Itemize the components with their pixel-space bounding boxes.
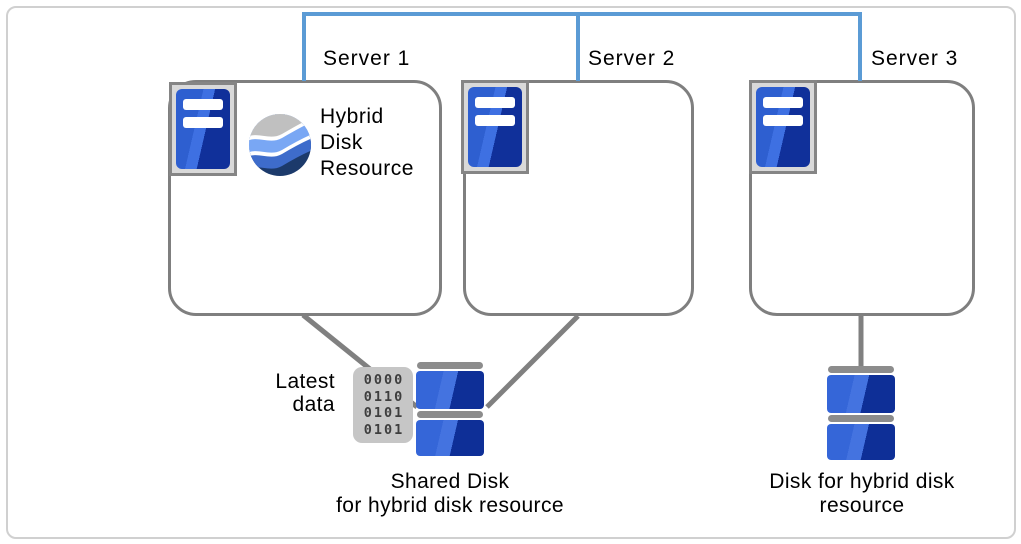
server-icon-slot-bar	[183, 99, 223, 110]
disk-platter	[416, 371, 484, 409]
hybrid-disk-label-line: resource	[819, 494, 905, 517]
binary-row: 0101	[363, 421, 405, 438]
outer-frame	[6, 6, 1016, 539]
shared-disk-label: Shared Disk for hybrid disk resource	[330, 470, 570, 518]
server2-label: Server 2	[588, 47, 676, 70]
hybrid-label-line: Disk	[320, 131, 363, 154]
disk-cap	[828, 415, 894, 422]
latest-data-line: Latest	[275, 370, 335, 393]
latest-data-label: Latest data	[233, 370, 335, 416]
server-icon-slot-bar	[475, 97, 515, 108]
server-icon-slot-bar	[183, 117, 223, 128]
hybrid-disk-label-line: Disk for hybrid disk	[769, 470, 955, 493]
disk-cap	[828, 366, 894, 373]
server3-icon-body	[756, 87, 810, 167]
hybrid-label-line: Resource	[320, 157, 414, 180]
server-icon-slot-bar	[475, 115, 515, 126]
hybrid-disk-label: Disk for hybrid disk resource	[742, 470, 982, 518]
server-icon-slot-bar	[763, 97, 803, 108]
hybrid-disk-resource-label: Hybrid Disk Resource	[320, 104, 414, 182]
network-line	[302, 12, 862, 81]
binary-row: 0101	[363, 405, 405, 421]
disk-platter	[827, 375, 895, 413]
disk-cap	[417, 362, 483, 369]
server1-icon-body	[176, 89, 230, 169]
server1-label: Server 1	[323, 47, 411, 70]
disk-platter	[827, 424, 895, 460]
server3-icon	[749, 80, 817, 174]
hybrid-disk-resource-icon	[249, 114, 311, 176]
binary-row: 0000	[363, 372, 405, 388]
latest-data-line: data	[292, 393, 335, 416]
server2-icon-body	[468, 87, 522, 167]
server2-shared-disk-line	[485, 314, 580, 409]
server1-icon	[169, 82, 237, 176]
shared-disk-icon	[416, 362, 484, 456]
binary-row: 0110	[363, 388, 405, 405]
server-icon-slot-bar	[763, 115, 803, 126]
disk-platter	[416, 420, 484, 456]
server3-label: Server 3	[871, 47, 959, 70]
shared-disk-label-line: for hybrid disk resource	[336, 494, 564, 517]
binary-data-icon: 0000 0110 0101 0101	[353, 367, 413, 443]
disk-cap	[417, 411, 483, 418]
shared-disk-label-line: Shared Disk	[390, 470, 510, 493]
server2-icon	[461, 80, 529, 174]
hybrid-disk-icon	[827, 366, 895, 460]
hybrid-label-line: Hybrid	[320, 105, 384, 128]
